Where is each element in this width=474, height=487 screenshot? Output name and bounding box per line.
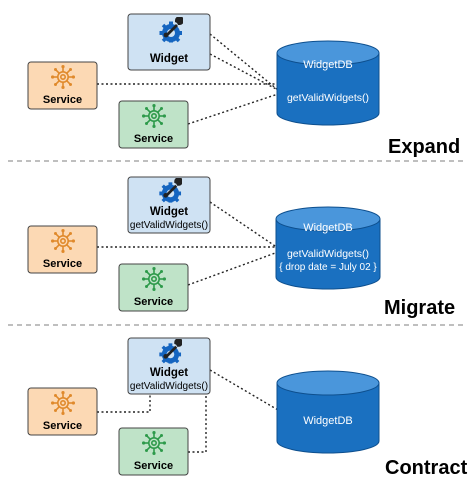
- service-label: Service: [134, 133, 173, 145]
- widget-db: WidgetDB: [276, 370, 380, 454]
- widget-db: WidgetDB getValidWidgets(): [276, 40, 380, 126]
- service-label: Service: [134, 460, 173, 472]
- service-label: Service: [134, 296, 173, 308]
- widget-label: Widget: [150, 367, 188, 379]
- connectors-contract: [97, 369, 279, 453]
- service-label: Service: [43, 94, 82, 106]
- db-name: WidgetDB: [303, 415, 353, 427]
- db-method: getValidWidgets(): [287, 92, 369, 104]
- connectors-migrate: [97, 201, 279, 286]
- widget-label: Widget: [150, 53, 188, 65]
- db-drop-date: { drop date = July 02 }: [279, 262, 377, 273]
- db-name: WidgetDB: [303, 59, 353, 71]
- widget-box: [127, 176, 211, 234]
- service-label: Service: [43, 258, 82, 270]
- phase-title-expand: Expand: [388, 136, 461, 158]
- db-name: WidgetDB: [303, 222, 353, 234]
- widget-db: WidgetDB getValidWidgets() { drop date =…: [275, 206, 381, 290]
- phase-contract: Widget getValidWidgets() Service Service…: [27, 337, 380, 476]
- widget-method: getValidWidgets(): [130, 220, 208, 231]
- phase-expand: Widget Service Service WidgetDB getValid…: [27, 13, 380, 149]
- phase-title-migrate: Migrate: [384, 297, 456, 319]
- phase-title-contract: Contract: [385, 457, 468, 479]
- widget-box: [127, 337, 211, 395]
- widget-method: getValidWidgets(): [130, 381, 208, 392]
- widget-label: Widget: [150, 206, 188, 218]
- service-label: Service: [43, 420, 82, 432]
- phase-migrate: Widget getValidWidgets() Service Service…: [27, 176, 381, 312]
- db-method: getValidWidgets(): [287, 248, 369, 260]
- connectors-expand: [97, 33, 279, 125]
